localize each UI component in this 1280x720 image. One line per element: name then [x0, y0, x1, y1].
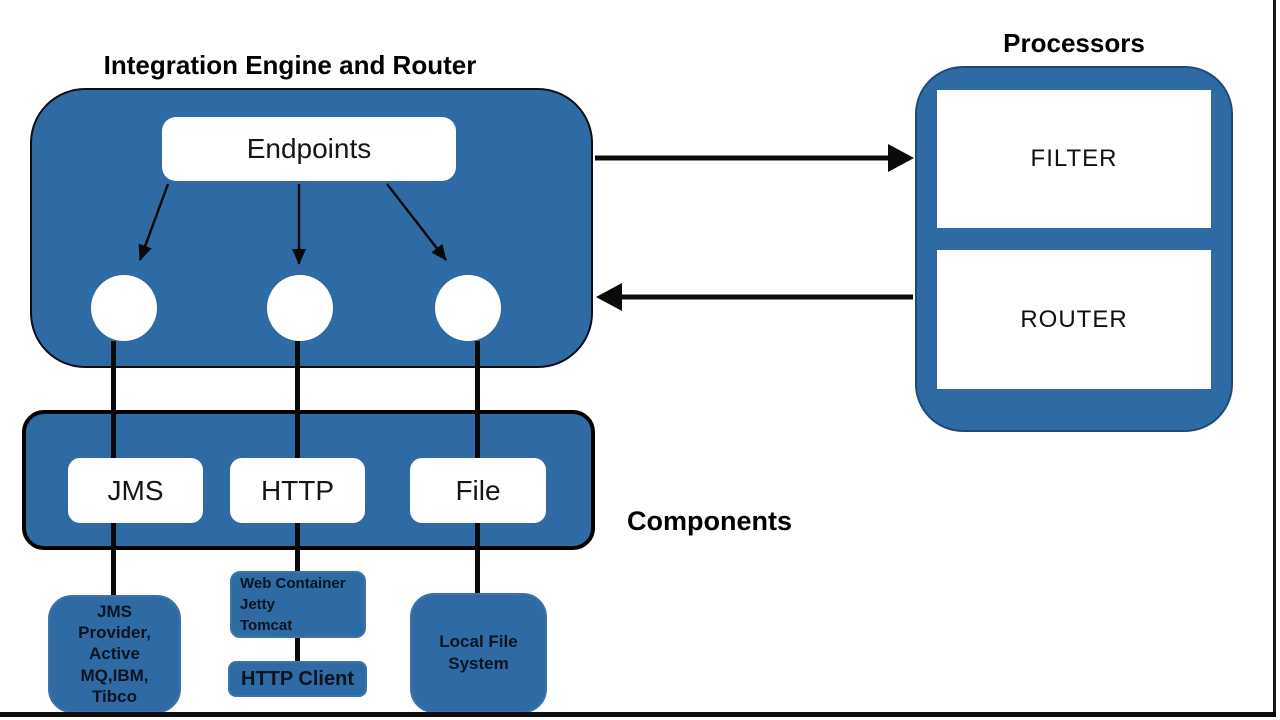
- web-container-box: Web Container Jetty Tomcat: [230, 571, 366, 638]
- components-title: Components: [627, 506, 792, 536]
- endpoints-label: Endpoints: [246, 133, 372, 164]
- router-label: ROUTER: [1020, 305, 1128, 333]
- endpoint-circle-1: [91, 275, 157, 341]
- component-jms-node: JMS: [68, 458, 203, 523]
- integration-engine-title: Integration Engine and Router: [103, 50, 477, 80]
- filter-label: FILTER: [1030, 145, 1118, 172]
- engine-to-processors-arrowhead: [888, 144, 914, 172]
- processors-box: FILTER ROUTER: [915, 66, 1233, 432]
- component-jms-label: JMS: [107, 474, 164, 506]
- component-http-label: HTTP: [260, 474, 335, 506]
- processors-title: Processors: [1003, 28, 1145, 58]
- local-file-system-box: Local File System: [410, 593, 547, 713]
- http-client-box: HTTP Client: [228, 661, 367, 697]
- frame-bottom-border: [0, 712, 1276, 717]
- component-http-node: HTTP: [230, 458, 365, 523]
- endpoint-circle-2: [267, 275, 333, 341]
- filter-node: FILTER: [937, 90, 1211, 228]
- frame-right-border: [1273, 0, 1276, 716]
- processors-to-engine-arrowhead: [596, 283, 622, 311]
- connector-webcontainer-to-httpclient-line: [295, 636, 300, 663]
- component-file-node: File: [410, 458, 546, 523]
- endpoints-node: Endpoints: [162, 117, 456, 181]
- component-file-label: File: [455, 474, 501, 506]
- jms-provider-box: JMS Provider, Active MQ,IBM, Tibco: [48, 595, 181, 713]
- router-node: ROUTER: [937, 250, 1211, 389]
- connector-http-line: [295, 341, 300, 573]
- endpoint-circle-3: [435, 275, 501, 341]
